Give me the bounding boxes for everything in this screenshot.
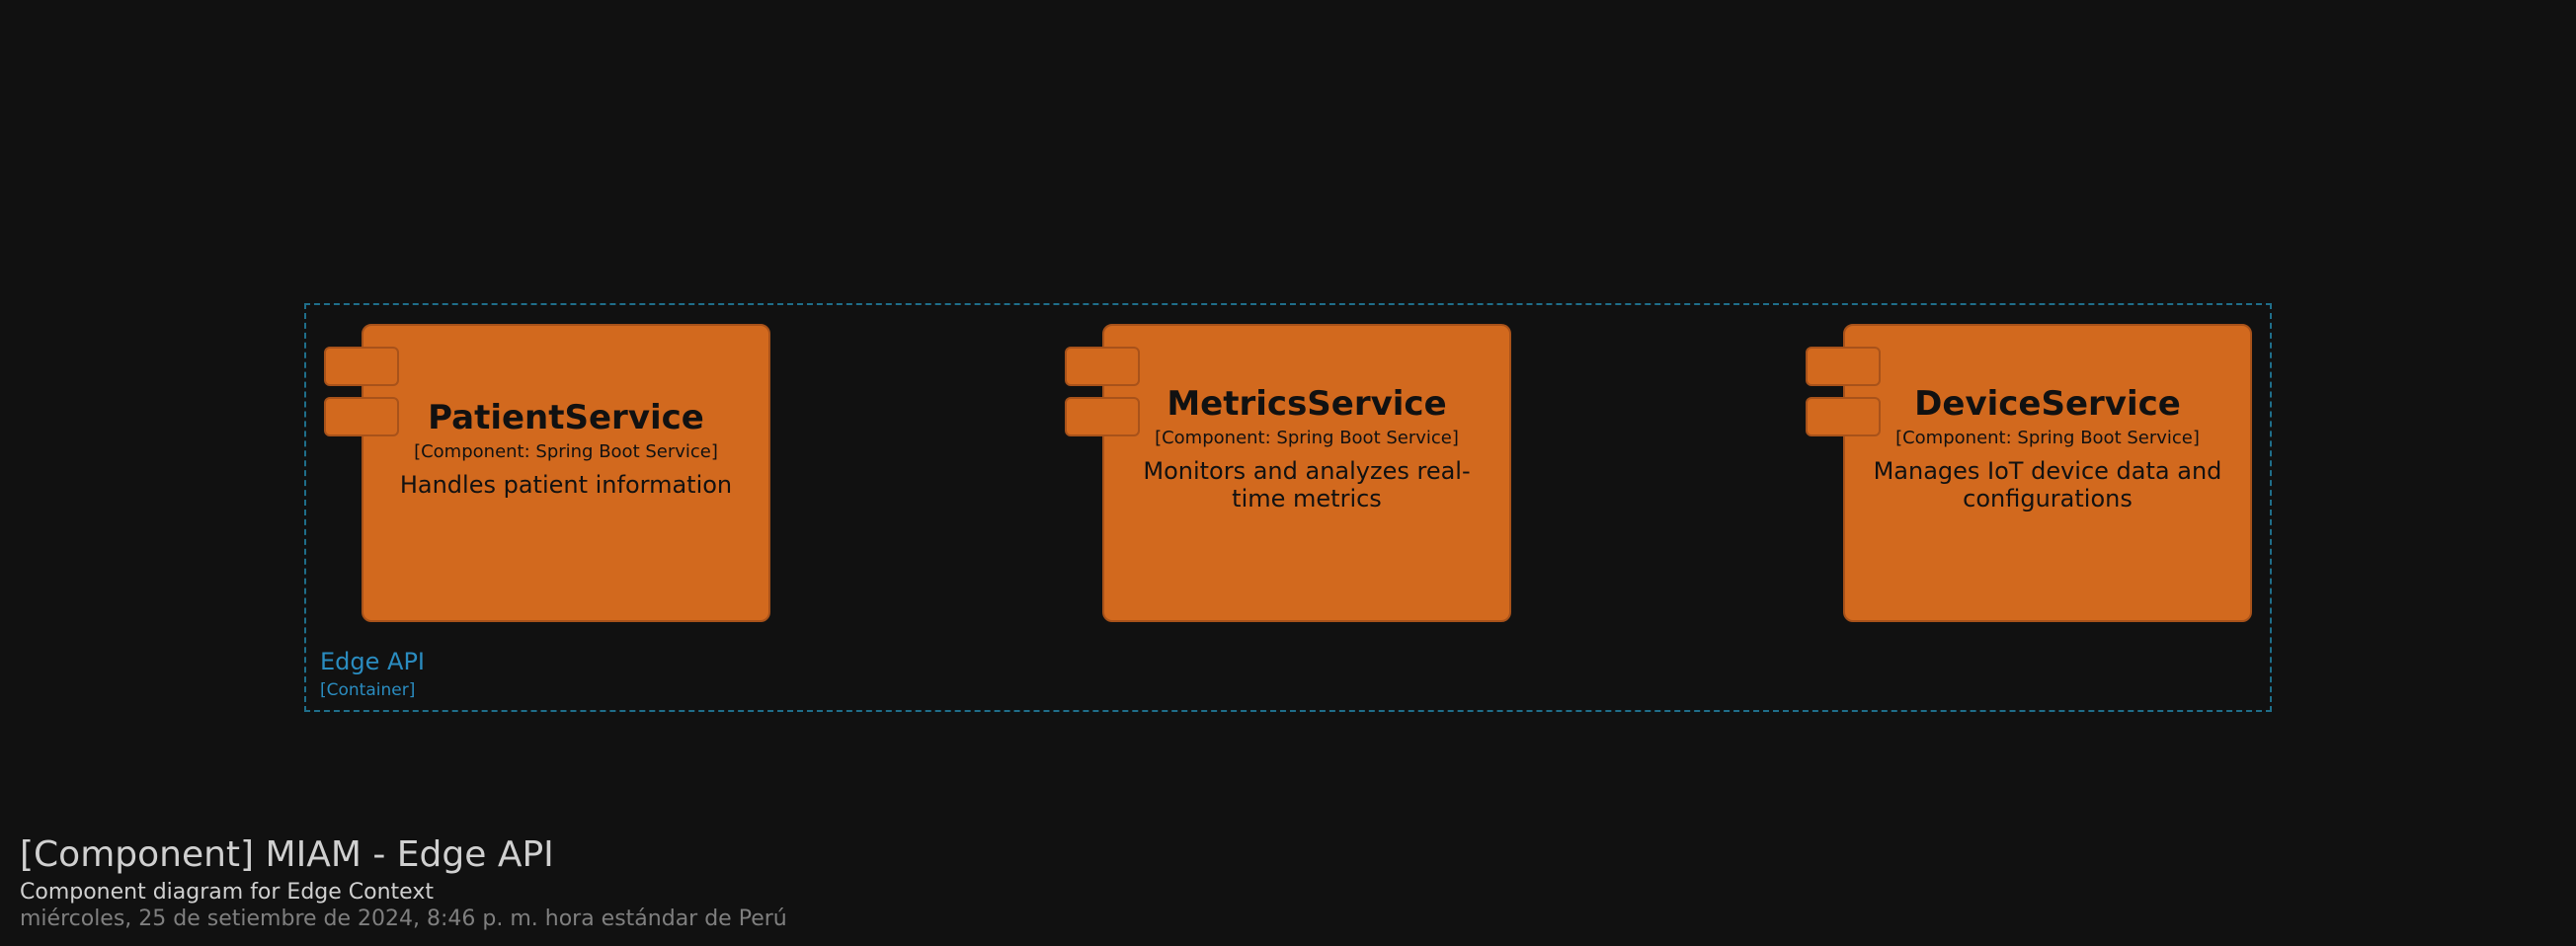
component-name: DeviceService — [1914, 384, 2181, 424]
component-technology: [Component: Spring Boot Service] — [1895, 428, 2200, 448]
component-tab-icon — [324, 347, 399, 386]
component-body: PatientService [Component: Spring Boot S… — [362, 324, 770, 622]
component-tab-icon — [1806, 347, 1881, 386]
component-tab-icon — [1806, 397, 1881, 436]
component-metrics-service[interactable]: MetricsService [Component: Spring Boot S… — [1065, 324, 1511, 622]
component-device-service[interactable]: DeviceService [Component: Spring Boot Se… — [1806, 324, 2252, 622]
component-tab-icon — [324, 397, 399, 436]
component-description: Handles patient information — [399, 471, 733, 499]
component-description: Monitors and analyzes real-time metrics — [1143, 457, 1471, 512]
component-body: DeviceService [Component: Spring Boot Se… — [1843, 324, 2252, 622]
diagram-timestamp: miércoles, 25 de setiembre de 2024, 8:46… — [20, 907, 787, 931]
component-patient-service[interactable]: PatientService [Component: Spring Boot S… — [324, 324, 770, 622]
boundary-type: [Container] — [320, 680, 416, 700]
component-body: MetricsService [Component: Spring Boot S… — [1102, 324, 1511, 622]
component-tab-icon — [1065, 397, 1140, 436]
component-technology: [Component: Spring Boot Service] — [1155, 428, 1459, 448]
diagram-subtitle: Component diagram for Edge Context — [20, 880, 434, 905]
component-name: MetricsService — [1167, 384, 1447, 424]
component-tab-icon — [1065, 347, 1140, 386]
component-technology: [Component: Spring Boot Service] — [414, 441, 718, 462]
component-name: PatientService — [428, 398, 704, 437]
component-description: Manages IoT device data and configuratio… — [1873, 457, 2222, 512]
container-boundary — [304, 303, 2272, 712]
boundary-name: Edge API — [320, 648, 425, 675]
diagram-title: [Component] MIAM - Edge API — [20, 834, 554, 875]
